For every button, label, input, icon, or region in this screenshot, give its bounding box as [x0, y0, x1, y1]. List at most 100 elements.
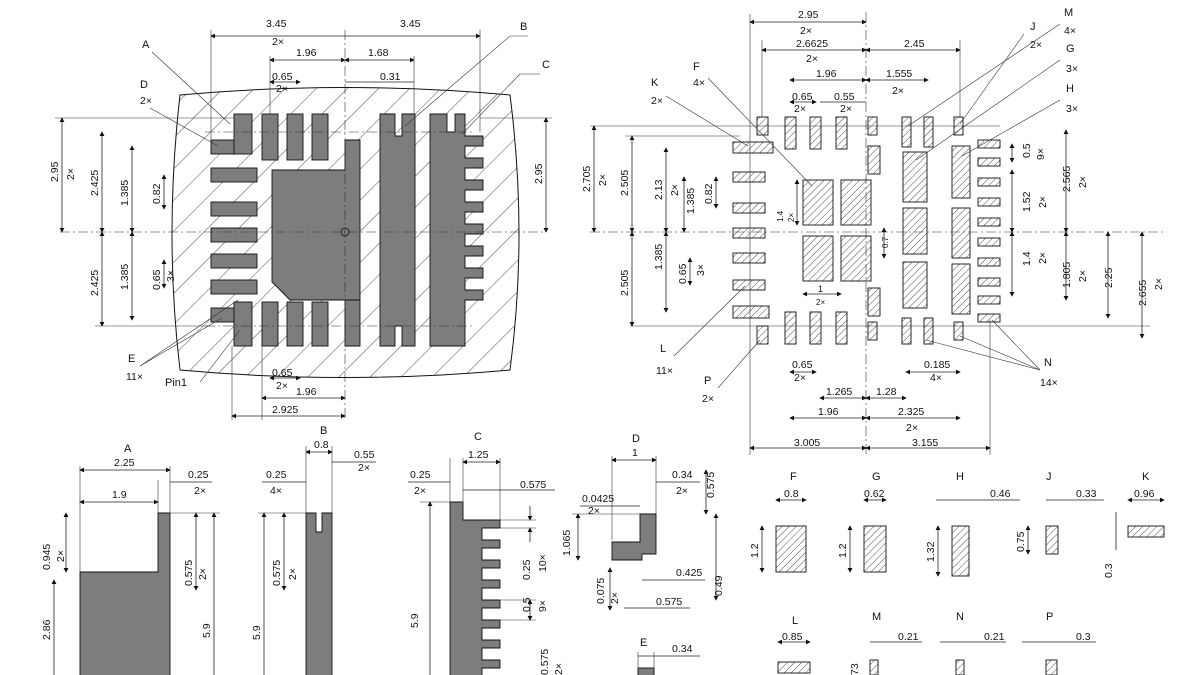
detail-c: C 1.25 0.25 2× 0.575 5.9 0.25 10× 0.5 9×… — [408, 431, 565, 675]
lp-label-c: C — [542, 59, 550, 71]
lp-label-a: A — [142, 39, 150, 51]
detail-d-d11: 0.49 — [713, 575, 725, 596]
detail-c-d7: 0.5 — [521, 597, 533, 612]
st-bot-d1: 2× — [794, 372, 806, 384]
detail-d-d2: 2× — [676, 485, 688, 497]
st-left-d4: 2× — [669, 184, 681, 196]
lp-label-d: D — [140, 79, 148, 91]
pad-k-title: K — [1142, 471, 1150, 483]
st-label-j: J — [1030, 21, 1036, 33]
detail-a-d1: 0.25 — [188, 469, 209, 481]
st-top-d0: 2.95 — [798, 9, 819, 21]
st-right-d4: 2.565 — [1061, 166, 1073, 192]
detail-d: D 1 0.34 2× 0.575 0.0425 2× 1.065 0.425 … — [561, 433, 725, 611]
detail-b-d7: 5.9 — [251, 625, 263, 640]
land-pattern-view: 3.45 2× 3.45 1.96 1.68 0.65 2× 0.31 A B … — [49, 18, 552, 420]
st-bot-d3: 4× — [930, 372, 942, 384]
pad-h-title: H — [956, 471, 964, 483]
stencil-g-h-pads — [902, 145, 971, 315]
st-mid-d0: 1 — [818, 284, 823, 294]
detail-e-title: E — [640, 637, 647, 649]
st-count-g: 3× — [1066, 63, 1078, 75]
pad-p: P 0.3 — [1022, 611, 1096, 675]
st-left-d11: 1.4 — [776, 210, 785, 222]
st-right-d5: 2× — [1077, 176, 1089, 188]
pad-h-w: 0.46 — [990, 488, 1011, 500]
pad-b — [379, 113, 416, 347]
detail-a: A 2.25 0.25 1.9 2× 0.945 2× 0.575 2× 2.8… — [41, 443, 220, 675]
st-left-d7: 2.505 — [619, 270, 631, 296]
lp-left-d1: 2× — [65, 168, 77, 180]
st-left-d0: 2.705 — [581, 166, 593, 192]
lp-left-d4: 0.82 — [151, 183, 163, 204]
st-bot-d0: 0.65 — [792, 359, 813, 371]
st-top-d11: 2× — [840, 103, 852, 115]
st-top-d10: 0.55 — [834, 91, 855, 103]
stencil-left-row — [732, 141, 774, 319]
lp-top-d7: 0.31 — [380, 71, 401, 83]
st-right-d6: 1.4 — [1021, 251, 1033, 266]
detail-a-d6: 0.575 — [183, 560, 195, 586]
pad-b2 — [344, 299, 361, 347]
st-top-d9: 2× — [794, 103, 806, 115]
st-left-d5: 1.385 — [685, 188, 697, 214]
st-mid-d1: 2× — [816, 298, 825, 307]
stencil-top-row — [756, 116, 964, 345]
detail-d-d3: 0.575 — [705, 472, 717, 498]
lp-bot-d0: 0.65 — [272, 367, 293, 379]
lp-top-d1: 2× — [272, 36, 284, 48]
detail-a-d5: 2× — [55, 550, 67, 562]
detail-a-d0: 2.25 — [114, 457, 135, 469]
st-bot-d2: 0.185 — [924, 359, 950, 371]
detail-b-d6: 2× — [287, 568, 299, 580]
pad-f-title: F — [790, 471, 797, 483]
pad-l-title: L — [792, 615, 798, 627]
pad-k-h: 0.3 — [1103, 563, 1115, 578]
detail-d-d8: 0.075 — [595, 578, 607, 604]
pad-l-w: 0.85 — [782, 631, 803, 643]
lp-left-d2: 2.425 — [89, 170, 101, 196]
detail-c-d6: 10× — [537, 554, 549, 572]
detail-e: E 0.34 — [637, 637, 700, 675]
pad-m-h: 73 — [849, 663, 861, 675]
lp-left-d3: 1.385 — [119, 180, 131, 206]
pad-m: M 0.21 73 — [849, 611, 922, 675]
st-count-n: 14× — [1040, 377, 1058, 389]
st-right-d7: 2× — [1037, 252, 1049, 264]
st-top-d8: 0.65 — [792, 91, 813, 103]
pad-n: N 0.21 — [940, 611, 1006, 675]
detail-c-d10: 2× — [553, 663, 565, 675]
st-label-f: F — [693, 61, 700, 73]
st-count-j: 2× — [1030, 39, 1042, 51]
pad-g-w: 0.62 — [864, 488, 885, 500]
lp-top-d2: 3.45 — [400, 18, 421, 30]
st-left-d1: 2× — [597, 174, 609, 186]
pad-k: K 0.96 0.3 — [1103, 471, 1165, 578]
lp-label-e: E — [128, 353, 135, 365]
st-right-d0: 0.5 — [1021, 143, 1033, 158]
pad-n-title: N — [956, 611, 964, 623]
st-right-d1: 9× — [1035, 148, 1047, 160]
detail-b-d4: 4× — [270, 485, 282, 497]
lp-bot-d3: 2.925 — [272, 404, 298, 416]
st-right-d8: 1.805 — [1061, 262, 1073, 288]
st-left-d10: 3× — [695, 264, 707, 276]
st-left-d2: 2.505 — [619, 170, 631, 196]
lp-top-d5: 0.65 — [272, 71, 293, 83]
lp-count-d: 2× — [140, 95, 152, 107]
pad-f: F 0.8 1.2 — [749, 471, 807, 573]
pad-g-h: 1.2 — [837, 543, 849, 558]
detail-a-d7: 2× — [197, 568, 209, 580]
pad-k-w: 0.96 — [1134, 488, 1155, 500]
st-label-l: L — [660, 343, 666, 355]
detail-d-d9: 2× — [609, 592, 621, 604]
st-bot-d5: 1.28 — [876, 386, 897, 398]
lp-label-b: B — [520, 21, 527, 33]
st-left-d9: 0.65 — [677, 263, 689, 284]
detail-c-d3: 0.575 — [520, 479, 546, 491]
lp-left-d7: 0.65 — [151, 269, 163, 290]
detail-a-d9: 5.9 — [201, 623, 213, 638]
st-bot-d8: 2× — [906, 422, 918, 434]
st-right-d11: 2.655 — [1137, 280, 1149, 306]
st-top-d3: 2× — [806, 53, 818, 65]
